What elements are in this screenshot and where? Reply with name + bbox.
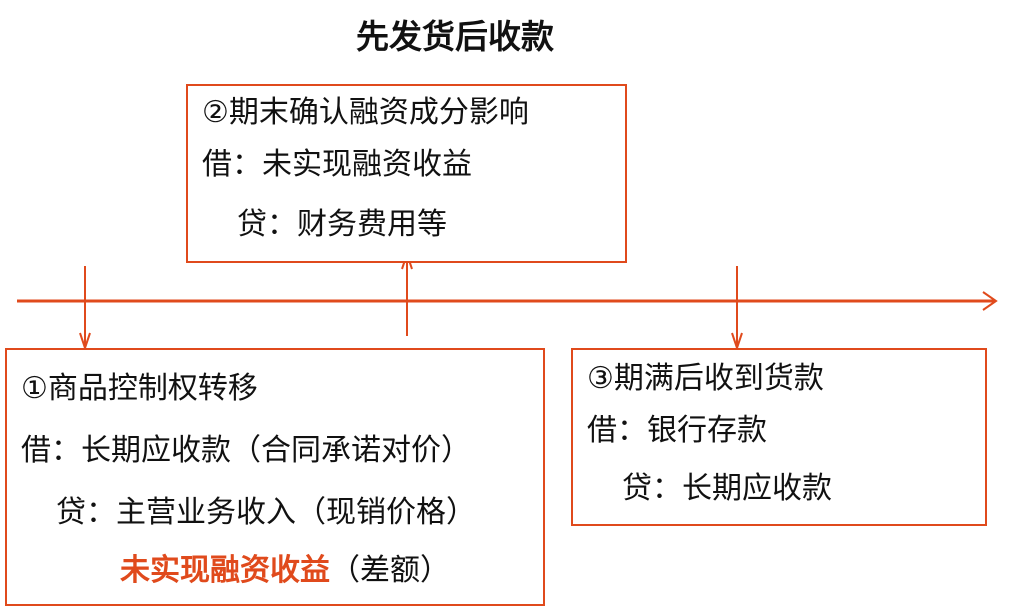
box1-debit: 借：长期应收款（合同承诺对价） xyxy=(21,433,471,468)
timeline-arrowhead-icon xyxy=(982,291,998,311)
box-step2: ②期末确认融资成分影响 借：未实现融资收益 贷：财务费用等 xyxy=(186,84,627,263)
box2-debit: 借：未实现融资收益 xyxy=(202,147,472,182)
box1-credit2: 未实现融资收益（差额） xyxy=(120,556,450,586)
box1-heading: ①商品控制权转移 xyxy=(21,371,258,406)
box3-credit: 贷：长期应收款 xyxy=(622,471,832,506)
box-step3: ③期满后收到货款 借：银行存款 贷：长期应收款 xyxy=(571,348,987,526)
box1-credit: 贷：主营业务收入（现销价格） xyxy=(56,495,476,530)
box2-heading: ②期末确认融资成分影响 xyxy=(202,95,529,130)
box1-credit2-highlight: 未实现融资收益 xyxy=(120,553,330,588)
box-step1: ①商品控制权转移 借：长期应收款（合同承诺对价） 贷：主营业务收入（现销价格） … xyxy=(5,348,545,606)
diagram-title: 先发货后收款 xyxy=(356,17,554,56)
box1-credit2-note: （差额） xyxy=(330,553,450,588)
box3-debit: 借：银行存款 xyxy=(587,413,767,448)
box3-heading: ③期满后收到货款 xyxy=(587,361,824,396)
box2-credit: 贷：财务费用等 xyxy=(237,207,447,242)
